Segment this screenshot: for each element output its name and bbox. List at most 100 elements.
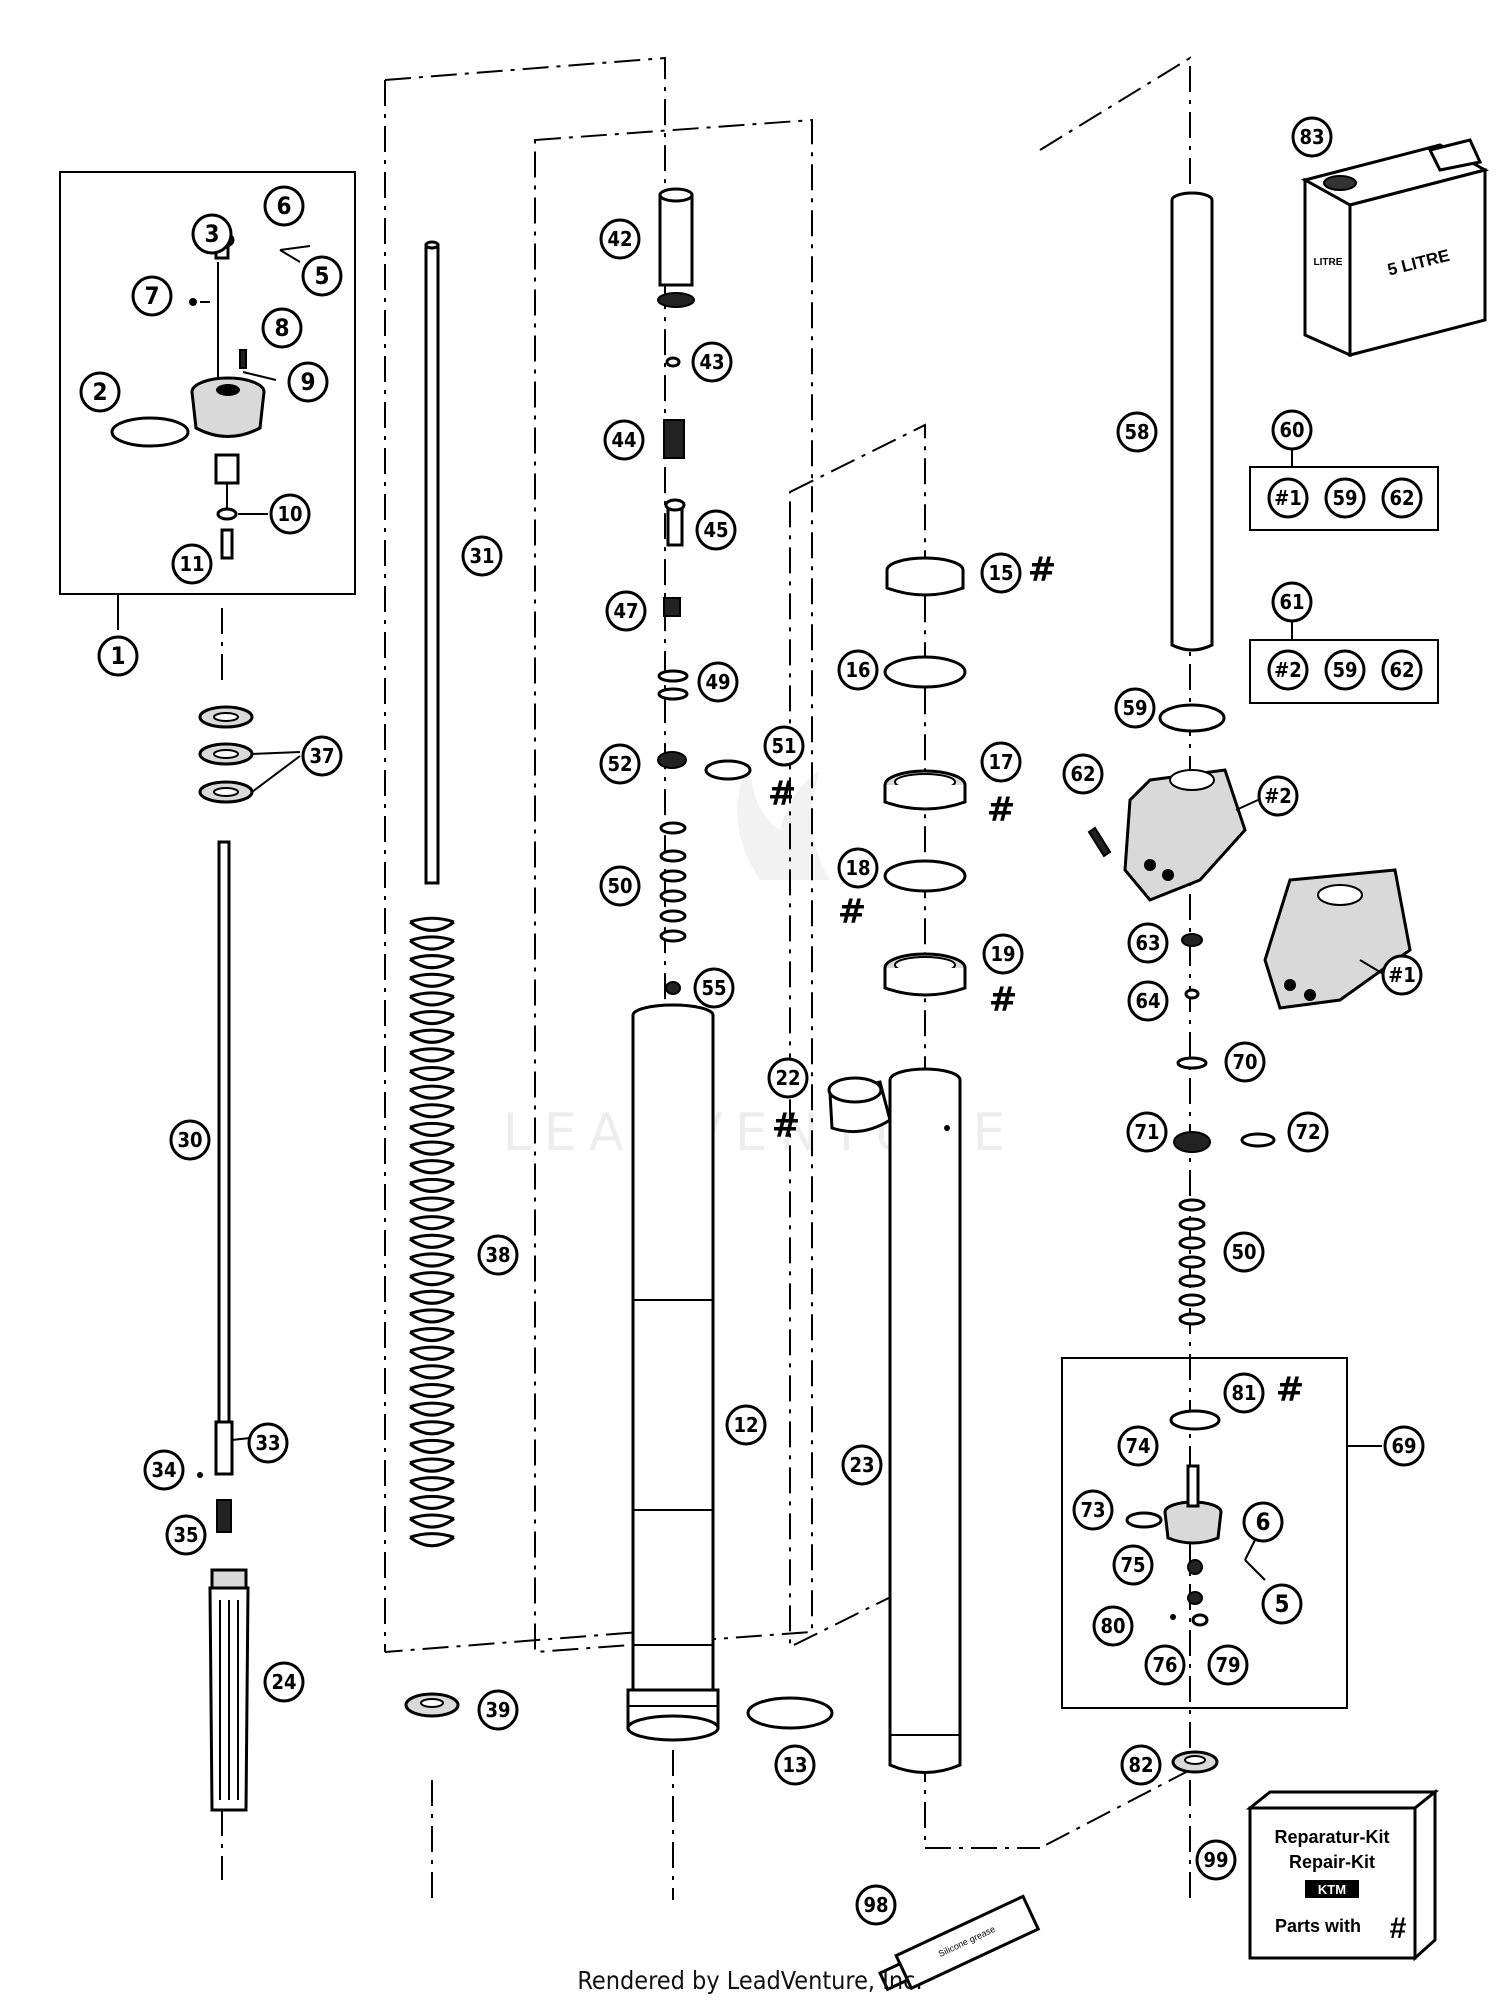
callout-61: 61 bbox=[1271, 581, 1313, 623]
callout-clamp-2: #2 bbox=[1257, 775, 1299, 817]
callout-24: 24 bbox=[263, 1661, 305, 1703]
svg-text:30: 30 bbox=[177, 1128, 202, 1152]
callout-30: 30 bbox=[169, 1119, 211, 1161]
svg-text:75: 75 bbox=[1120, 1553, 1145, 1577]
svg-text:17: 17 bbox=[988, 750, 1013, 774]
svg-text:24: 24 bbox=[271, 1670, 296, 1694]
callout-22: 22 bbox=[767, 1057, 809, 1099]
callout-18: 18 bbox=[837, 847, 879, 889]
callout-59: 59 bbox=[1114, 687, 1156, 729]
right-column bbox=[1061, 191, 1439, 1774]
callout-70: 70 bbox=[1224, 1041, 1266, 1083]
callout-34: 34 bbox=[143, 1449, 185, 1491]
svg-text:#: # bbox=[768, 774, 797, 814]
svg-text:#: # bbox=[989, 980, 1018, 1020]
kit60-item-1: #1 bbox=[1267, 477, 1309, 519]
inner-tube-column: Silicone grease bbox=[878, 556, 1041, 1992]
svg-text:2: 2 bbox=[92, 378, 107, 406]
callout-72: 72 bbox=[1287, 1111, 1329, 1153]
svg-text:73: 73 bbox=[1080, 1498, 1105, 1522]
callout-50a: 50 bbox=[599, 865, 641, 907]
svg-text:44: 44 bbox=[611, 428, 636, 452]
callout-39: 39 bbox=[477, 1689, 519, 1731]
svg-text:#: # bbox=[1028, 550, 1057, 590]
svg-text:5: 5 bbox=[314, 262, 329, 290]
callout-5a: 5 bbox=[301, 255, 343, 297]
callout-2: 2 bbox=[79, 371, 121, 413]
callout-47: 47 bbox=[605, 590, 647, 632]
svg-text:22: 22 bbox=[775, 1066, 800, 1090]
svg-text:6: 6 bbox=[276, 192, 291, 220]
callout-74: 74 bbox=[1117, 1425, 1159, 1467]
repair-kit-line2: Repair-Kit bbox=[1289, 1852, 1375, 1872]
svg-text:81: 81 bbox=[1231, 1381, 1256, 1405]
callout-71: 71 bbox=[1126, 1111, 1168, 1153]
svg-text:6: 6 bbox=[1255, 1508, 1270, 1536]
repair-kit-hash: # bbox=[1390, 1912, 1407, 1945]
svg-text:19: 19 bbox=[990, 942, 1015, 966]
svg-text:59: 59 bbox=[1332, 486, 1357, 510]
kit61-item-2: #2 bbox=[1267, 649, 1309, 691]
callout-7: 7 bbox=[131, 275, 173, 317]
svg-text:43: 43 bbox=[699, 350, 724, 374]
repair-kit-line3: Parts with bbox=[1275, 1916, 1361, 1936]
svg-text:12: 12 bbox=[733, 1413, 758, 1437]
svg-text:59: 59 bbox=[1332, 658, 1357, 682]
callouts: 1 2 3 5 6 7 8 9 10 11 37 30 33 34 35 24 … bbox=[79, 116, 1425, 1926]
svg-text:37: 37 bbox=[309, 744, 334, 768]
callout-81: 81 bbox=[1223, 1372, 1265, 1414]
kit60-item-59: 59 bbox=[1324, 477, 1366, 519]
callout-99: 99 bbox=[1195, 1839, 1237, 1881]
svg-text:98: 98 bbox=[863, 1893, 888, 1917]
svg-text:18: 18 bbox=[845, 856, 870, 880]
svg-text:42: 42 bbox=[607, 227, 632, 251]
svg-text:76: 76 bbox=[1152, 1653, 1177, 1677]
callout-52: 52 bbox=[599, 743, 641, 785]
svg-text:55: 55 bbox=[701, 976, 726, 1000]
outer-tube-column bbox=[626, 187, 892, 1742]
callout-clamp-1: #1 bbox=[1381, 954, 1423, 996]
section-outlines bbox=[221, 56, 1191, 1900]
callout-11: 11 bbox=[171, 543, 213, 585]
callout-8: 8 bbox=[261, 307, 303, 349]
callout-51: 51 bbox=[763, 725, 805, 767]
callout-73: 73 bbox=[1072, 1489, 1114, 1531]
svg-text:70: 70 bbox=[1232, 1050, 1257, 1074]
oil-can: 5 LITRE LITRE bbox=[1300, 138, 1490, 358]
svg-text:64: 64 bbox=[1135, 989, 1160, 1013]
svg-text:#1: #1 bbox=[1388, 963, 1416, 987]
kit60-item-62: 62 bbox=[1381, 477, 1423, 519]
svg-text:31: 31 bbox=[469, 544, 494, 568]
kit61-item-59: 59 bbox=[1324, 649, 1366, 691]
callout-6b: 6 bbox=[1242, 1501, 1284, 1543]
svg-text:49: 49 bbox=[705, 670, 730, 694]
callout-9: 9 bbox=[287, 361, 329, 403]
callout-6a: 6 bbox=[263, 185, 305, 227]
svg-text:10: 10 bbox=[277, 502, 302, 526]
svg-text:35: 35 bbox=[173, 1523, 198, 1547]
repair-kit-box: Reparatur-Kit Repair-Kit KTM Parts with … bbox=[1245, 1788, 1440, 1962]
svg-text:83: 83 bbox=[1299, 125, 1324, 149]
svg-text:#2: #2 bbox=[1274, 658, 1302, 682]
svg-text:71: 71 bbox=[1134, 1120, 1159, 1144]
ktm-logo: KTM bbox=[1318, 1882, 1346, 1897]
damper-rod-assembly bbox=[197, 705, 301, 1812]
svg-text:82: 82 bbox=[1128, 1753, 1153, 1777]
svg-text:38: 38 bbox=[485, 1243, 510, 1267]
svg-text:51: 51 bbox=[771, 734, 796, 758]
callout-63: 63 bbox=[1127, 922, 1169, 964]
svg-text:62: 62 bbox=[1389, 658, 1414, 682]
fork-spring bbox=[408, 920, 456, 1560]
svg-text:#2: #2 bbox=[1264, 784, 1292, 808]
svg-text:59: 59 bbox=[1122, 696, 1147, 720]
svg-text:39: 39 bbox=[485, 1698, 510, 1722]
callout-31: 31 bbox=[461, 535, 503, 577]
callout-49: 49 bbox=[697, 661, 739, 703]
svg-text:47: 47 bbox=[613, 599, 638, 623]
callout-80: 80 bbox=[1092, 1605, 1134, 1647]
svg-text:60: 60 bbox=[1279, 418, 1304, 442]
svg-text:79: 79 bbox=[1215, 1653, 1240, 1677]
callout-42: 42 bbox=[599, 218, 641, 260]
svg-text:#1: #1 bbox=[1274, 486, 1302, 510]
